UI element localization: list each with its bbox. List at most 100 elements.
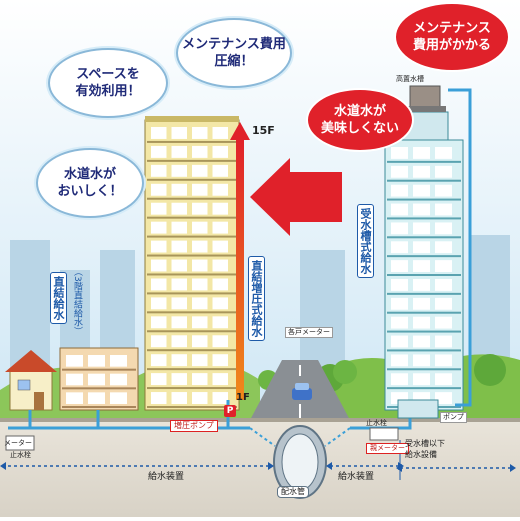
window [212, 392, 228, 404]
window [151, 221, 167, 234]
window [66, 392, 83, 404]
window [151, 392, 167, 404]
floor-balcony [387, 368, 461, 371]
window [212, 373, 228, 386]
floor-balcony [387, 160, 461, 163]
window [391, 147, 408, 159]
pump-marker: P [224, 405, 236, 417]
window [413, 354, 430, 367]
floor-balcony [387, 236, 461, 239]
supply-left-label: 給水装置 [148, 472, 185, 482]
floor-bottom-label: 1F [236, 392, 250, 403]
window [192, 297, 208, 310]
floor-balcony [147, 406, 237, 408]
right-tower [384, 85, 464, 411]
transition-arrow [250, 158, 342, 236]
window [192, 221, 208, 234]
floor-balcony [147, 140, 237, 143]
window [435, 260, 452, 272]
window [192, 183, 208, 196]
window [192, 127, 208, 139]
window [435, 184, 452, 197]
receiving-tank [397, 399, 439, 419]
floor-balcony [387, 217, 461, 220]
floor-balcony [147, 349, 237, 352]
boost-pump-tag: 増圧ポンプ [170, 420, 218, 432]
window [171, 127, 187, 139]
window [212, 316, 228, 329]
window [391, 184, 408, 197]
window [413, 373, 430, 386]
window [413, 392, 430, 404]
bubble-tasty: 水道水が おいしく！ [36, 148, 144, 218]
window [171, 297, 187, 310]
floor-balcony [62, 387, 136, 390]
meter-box-left [5, 435, 35, 451]
window [88, 373, 105, 386]
window [192, 354, 208, 367]
window [192, 259, 208, 272]
window [413, 316, 430, 329]
window [151, 373, 167, 386]
window [171, 316, 187, 329]
window [192, 335, 208, 348]
window [66, 373, 83, 386]
window [151, 183, 167, 196]
window [171, 259, 187, 272]
window [171, 240, 187, 253]
meter-tag: メーター [4, 439, 32, 447]
window [151, 202, 167, 215]
window [435, 203, 452, 216]
window [413, 279, 430, 291]
window [391, 203, 408, 216]
floor-balcony [387, 179, 461, 182]
bubble-cost-down: メンテナンス費用 圧縮！ [176, 18, 292, 88]
window [151, 278, 167, 291]
window [212, 221, 228, 234]
floor-balcony [147, 330, 237, 333]
direct-note-label: （3階直結給水） [72, 267, 82, 336]
window [151, 297, 167, 310]
window [110, 373, 127, 386]
window [435, 392, 452, 404]
window [212, 164, 228, 177]
window [391, 392, 408, 404]
window [413, 203, 430, 216]
floor-balcony [147, 254, 237, 257]
window [88, 392, 105, 404]
window [171, 183, 187, 196]
window [192, 392, 208, 404]
stop-valve-right-tag: 止水栓 [366, 419, 387, 427]
window [110, 355, 127, 367]
window [171, 335, 187, 348]
window [413, 222, 430, 235]
floor-balcony [387, 349, 461, 352]
window [192, 373, 208, 386]
window [151, 240, 167, 253]
window [391, 279, 408, 291]
window [171, 221, 187, 234]
window [435, 297, 452, 310]
window [171, 392, 187, 404]
floor-balcony [387, 274, 461, 276]
window [192, 240, 208, 253]
window [212, 278, 228, 291]
window [192, 202, 208, 215]
window [391, 165, 408, 178]
window [435, 373, 452, 386]
window [413, 260, 430, 272]
floor-balcony [387, 255, 461, 258]
window [413, 165, 430, 178]
window [435, 222, 452, 235]
window [151, 164, 167, 177]
window [212, 240, 228, 253]
window [413, 297, 430, 310]
floor-balcony [147, 368, 237, 371]
window [171, 164, 187, 177]
floor-balcony [147, 178, 237, 181]
window [212, 145, 228, 158]
window [212, 183, 228, 196]
floor-balcony [147, 235, 237, 238]
window [171, 278, 187, 291]
